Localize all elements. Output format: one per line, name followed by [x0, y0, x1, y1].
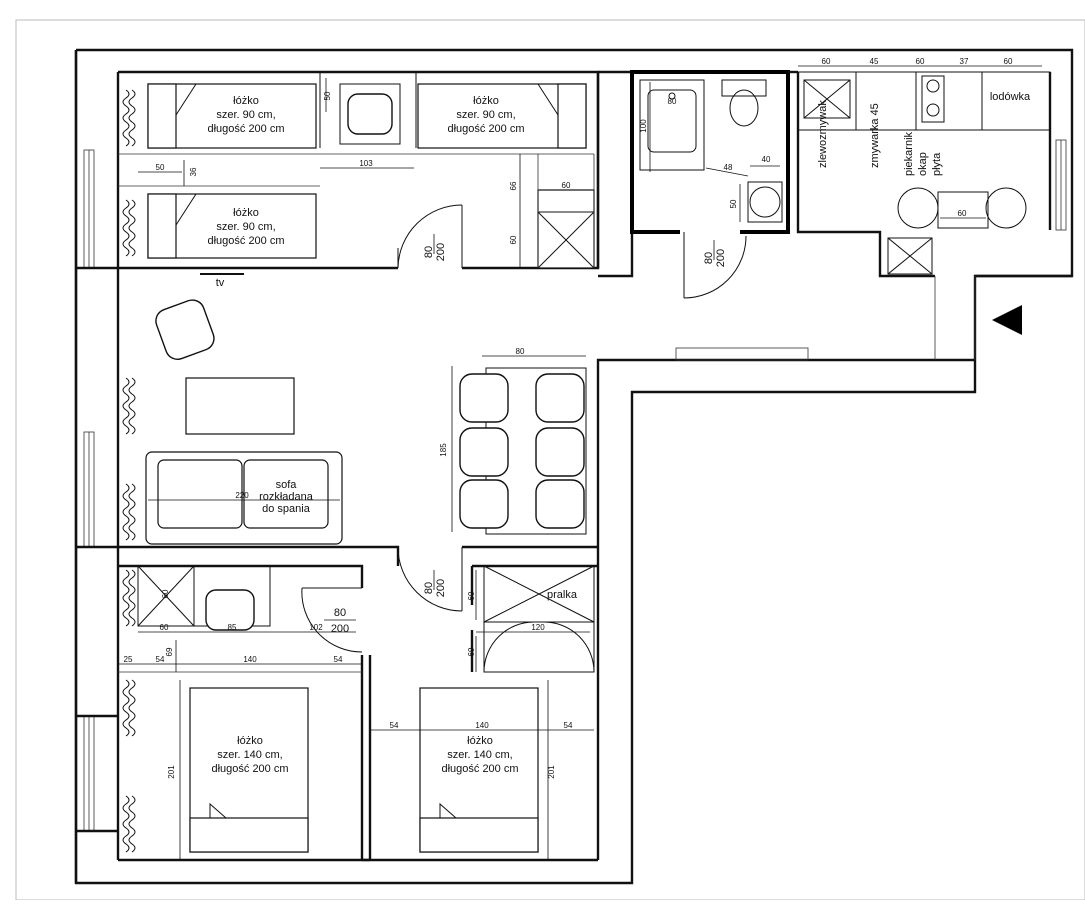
dim-bedroom2: 69 — [165, 647, 174, 656]
dim-bath: 100 — [639, 119, 648, 133]
bed-140-label-line: łóżko — [237, 735, 263, 747]
tv-label: tv — [216, 277, 225, 289]
dim-bedroom2: 54 — [156, 655, 165, 664]
door-height-label: 200 — [715, 249, 727, 267]
dim-kitchen-table: 60 — [958, 209, 967, 218]
dim-kitchen: 60 — [822, 57, 831, 66]
kitchen-furniture — [797, 71, 1051, 275]
bed-90-label-line: długość 200 cm — [207, 123, 284, 135]
dim-bedroom2: 60 — [160, 623, 169, 632]
door-width-label: 80 — [703, 252, 715, 264]
bed-90-label-line: łóżko — [233, 207, 259, 219]
bedroom2-furniture — [118, 565, 362, 853]
dim-bedroom1: 66 — [509, 181, 518, 190]
dim-kitchen: 37 — [960, 57, 969, 66]
dim-bedroom2: 140 — [243, 655, 257, 664]
left-windows — [76, 149, 118, 833]
doors — [301, 204, 747, 653]
dim-bedroom3: 54 — [390, 721, 399, 730]
dim-bath: 50 — [729, 199, 738, 208]
door-height-label: 200 — [435, 579, 447, 597]
bed-140-label-line: szer. 140 cm, — [447, 749, 512, 761]
plyta-label: płyta — [931, 152, 943, 176]
dim-bedroom1: 103 — [359, 159, 373, 168]
dim-bedroom2: 102 — [309, 623, 323, 632]
curtains — [122, 89, 136, 853]
bed-140-label-line: szer. 140 cm, — [217, 749, 282, 761]
dim-bedroom2: 85 — [228, 623, 237, 632]
dim-bedroom2: 25 — [124, 655, 133, 664]
dim-bedroom1: 60 — [562, 181, 571, 190]
bed-90-label-line: łóżko — [473, 95, 499, 107]
dim-bedroom1: 60 — [509, 235, 518, 244]
dim-bedroom1: 50 — [323, 91, 332, 100]
door-width-label: 80 — [423, 246, 435, 258]
dimension-lines — [118, 65, 1042, 860]
bed-90-label-line: łóżko — [233, 95, 259, 107]
dim-kitchen: 60 — [916, 57, 925, 66]
zmywarka-label: zmywarka 45 — [869, 103, 881, 168]
dim-living: 220 — [235, 491, 249, 500]
lodowka-label: lodówka — [990, 91, 1031, 103]
dim-bedroom3: 120 — [531, 623, 545, 632]
door-height-label: 200 — [331, 623, 349, 635]
outer-walls — [74, 48, 1074, 885]
living-window — [675, 347, 809, 361]
door-width-label: 80 — [334, 607, 346, 619]
dim-wardrobe-small: 60 — [161, 589, 170, 598]
dim-bedroom2: 201 — [167, 765, 176, 779]
dim-living: 80 — [516, 347, 525, 356]
bed-90-label-line: długość 200 cm — [207, 235, 284, 247]
dim-bedroom3: 201 — [547, 765, 556, 779]
kitchen-window — [1055, 139, 1067, 231]
door-width-label: 80 — [423, 582, 435, 594]
bathroom-fixtures — [639, 79, 783, 223]
dim-bath: 40 — [762, 155, 771, 164]
dim-wardrobe: 60 — [467, 591, 476, 600]
dim-bedroom3: 140 — [475, 721, 489, 730]
sofa-label-line: sofa — [276, 479, 298, 491]
dim-bedroom1: 36 — [189, 167, 198, 176]
bed-90-label-line: długość 200 cm — [447, 123, 524, 135]
dim-wardrobe: 69 — [467, 647, 476, 656]
piekarnik-label: piekarnik — [903, 131, 915, 176]
bed-90-label-line: szer. 90 cm, — [456, 109, 515, 121]
pralka-label: pralka — [547, 589, 578, 601]
zlewozmywak-label: zlewozmywak — [817, 100, 829, 168]
bedroom1-furniture — [118, 72, 595, 269]
dim-kitchen: 45 — [870, 57, 879, 66]
living-furniture — [145, 299, 587, 545]
okap-label: okap — [917, 152, 929, 176]
bed-140-label-line: długość 200 cm — [441, 763, 518, 775]
bed-140-label-line: długość 200 cm — [211, 763, 288, 775]
dim-bath: 80 — [668, 97, 677, 106]
dim-bath: 48 — [724, 163, 733, 172]
dim-bedroom3: 54 — [564, 721, 573, 730]
door-height-label: 200 — [435, 243, 447, 261]
bed-90-label-line: szer. 90 cm, — [216, 109, 275, 121]
bed-140-label-line: łóżko — [467, 735, 493, 747]
sofa-label-line: do spania — [262, 503, 311, 515]
bed-90-label-line: szer. 90 cm, — [216, 221, 275, 233]
dim-bedroom1: 50 — [156, 163, 165, 172]
sofa-label-line: rozkładana — [259, 491, 314, 503]
entrance-arrow-icon — [992, 305, 1022, 335]
dim-bedroom2: 54 — [334, 655, 343, 664]
dim-kitchen: 60 — [1004, 57, 1013, 66]
dim-living: 185 — [439, 443, 448, 457]
bedroom3-furniture — [419, 565, 595, 853]
